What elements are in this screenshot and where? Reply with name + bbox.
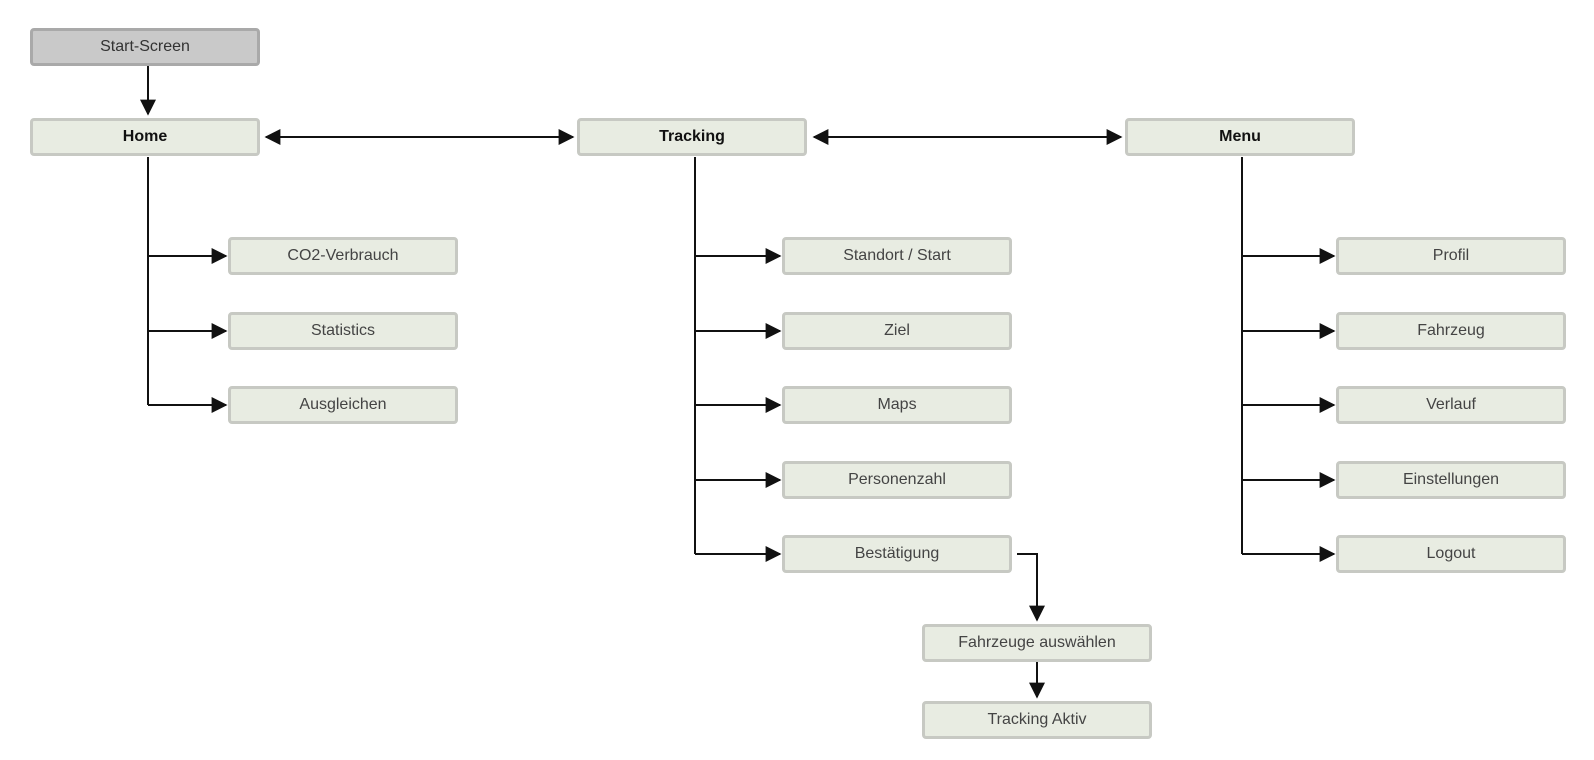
menu-item-fahrzeug: Fahrzeug — [1336, 312, 1566, 350]
tracking-item-maps: Maps — [782, 386, 1012, 424]
home-node: Home — [30, 118, 260, 156]
tracking-item-standort: Standort / Start — [782, 237, 1012, 275]
start-screen-node: Start-Screen — [30, 28, 260, 66]
tracking-item-personenzahl: Personenzahl — [782, 461, 1012, 499]
home-item-co2: CO2-Verbrauch — [228, 237, 458, 275]
tracking-item-ziel: Ziel — [782, 312, 1012, 350]
tracking-node: Tracking — [577, 118, 807, 156]
arrow-confirm-to-vehicles — [1017, 553, 1045, 622]
home-item-statistics: Statistics — [228, 312, 458, 350]
tracking-flow-fahrzeuge: Fahrzeuge auswählen — [922, 624, 1152, 662]
tracking-flow-aktiv: Tracking Aktiv — [922, 701, 1152, 739]
home-item-ausgleichen: Ausgleichen — [228, 386, 458, 424]
tracking-item-bestaetigung: Bestätigung — [782, 535, 1012, 573]
menu-node: Menu — [1125, 118, 1355, 156]
menu-item-verlauf: Verlauf — [1336, 386, 1566, 424]
menu-item-einstellungen: Einstellungen — [1336, 461, 1566, 499]
menu-item-logout: Logout — [1336, 535, 1566, 573]
menu-item-profil: Profil — [1336, 237, 1566, 275]
